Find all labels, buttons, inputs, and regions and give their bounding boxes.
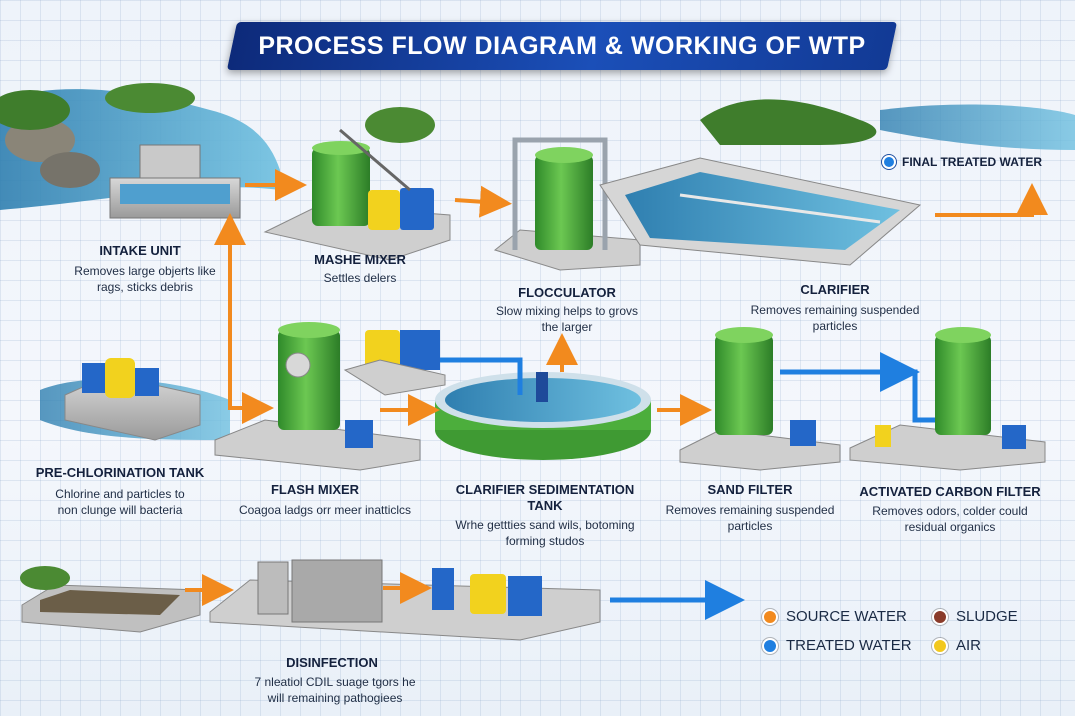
legend-label: AIR <box>956 637 982 654</box>
flash-label: FLASH MIXER <box>270 482 360 497</box>
intake-label: INTAKE UNIT <box>99 243 181 258</box>
clarifier-basins-illustration <box>599 99 1075 266</box>
treated-pipes <box>440 352 935 620</box>
prechlor-desc-1: Chlorine and particles to <box>55 487 185 501</box>
sand-label: SAND FILTER <box>707 482 793 497</box>
sand-desc-1: Removes remaining suspended <box>665 503 835 517</box>
sedimentation-desc-1: Wrhe gettties sand wils, botoming <box>455 518 635 532</box>
intake-desc-1: Removes large objerts like <box>74 264 216 278</box>
flocculator-desc-1: Slow mixing helps to grovs <box>495 304 639 318</box>
legend-item-air: AIR <box>932 637 1042 654</box>
final-output-badge: FINAL TREATED WATER <box>882 155 1042 169</box>
legend-item-treated-water: TREATED WATER <box>762 637 932 654</box>
sand-desc-2: particles <box>727 519 773 533</box>
carbon-label: ACTIVATED CARBON FILTER <box>859 484 1041 499</box>
clarifier-top-desc-2: particles <box>812 319 858 333</box>
legend-item-sludge: SLUDGE <box>932 608 1042 625</box>
intake-desc-2: rags, sticks debris <box>96 280 194 294</box>
disinfection-desc-2: will remaining pathogiees <box>267 691 403 705</box>
flow-arrows <box>185 169 1048 606</box>
flash-mixer-illustration <box>214 322 446 471</box>
sedimentation-label-1: CLARIFIER SEDIMENTATION <box>455 482 635 497</box>
disinfection-illustration <box>20 559 601 641</box>
sludge-dot-icon <box>932 608 948 625</box>
final-output-dot-icon <box>882 155 896 169</box>
river-intake-illustration <box>0 83 280 219</box>
sedimentation-desc-2: forming studos <box>505 534 585 548</box>
legend: SOURCE WATER SLUDGE TREATED WATER AIR <box>762 608 1042 654</box>
sand-filter-illustration <box>679 327 841 471</box>
flash-desc-1: Coagoa ladgs orr meer inatticlcs <box>238 503 412 517</box>
carbon-filter-illustration <box>849 327 1046 471</box>
mashe-mixer-illustration <box>263 107 451 261</box>
legend-label: SLUDGE <box>956 608 1018 625</box>
air-dot-icon <box>932 637 948 654</box>
flocculator-desc-2: the larger <box>541 320 593 334</box>
legend-item-source-water: SOURCE WATER <box>762 608 932 625</box>
mashe-desc-1: Settles delers <box>323 271 397 285</box>
pre-chlorination-illustration <box>40 358 230 441</box>
sedimentation-tank-illustration <box>435 372 651 460</box>
sedimentation-label-2: TANK <box>527 498 563 513</box>
final-output-label: FINAL TREATED WATER <box>902 155 1042 169</box>
mashe-label: MASHE MIXER <box>314 252 406 267</box>
clarifier-top-label: CLARIFIER <box>800 282 870 297</box>
flocculator-label: FLOCCULATOR <box>518 285 616 300</box>
page-title: PROCESS FLOW DIAGRAM & WORKING OF WTP <box>258 32 866 60</box>
legend-label: SOURCE WATER <box>786 608 907 625</box>
treated-water-dot-icon <box>762 637 778 654</box>
clarifier-top-desc-1: Removes remaining suspended <box>750 303 920 317</box>
carbon-desc-2: residual organics <box>904 520 996 534</box>
disinfection-desc-1: 7 nleatiol CDIL suage tgors he <box>254 675 416 689</box>
legend-label: TREATED WATER <box>786 637 912 654</box>
flocculator-illustration <box>493 137 641 271</box>
prechlor-desc-2: non clunge will bacteria <box>57 503 183 517</box>
source-water-dot-icon <box>762 608 778 625</box>
prechlor-label: PRE-CHLORINATION TANK <box>35 465 205 480</box>
carbon-desc-1: Removes odors, colder could <box>872 504 1028 518</box>
disinfection-label: DISINFECTION <box>286 655 378 670</box>
